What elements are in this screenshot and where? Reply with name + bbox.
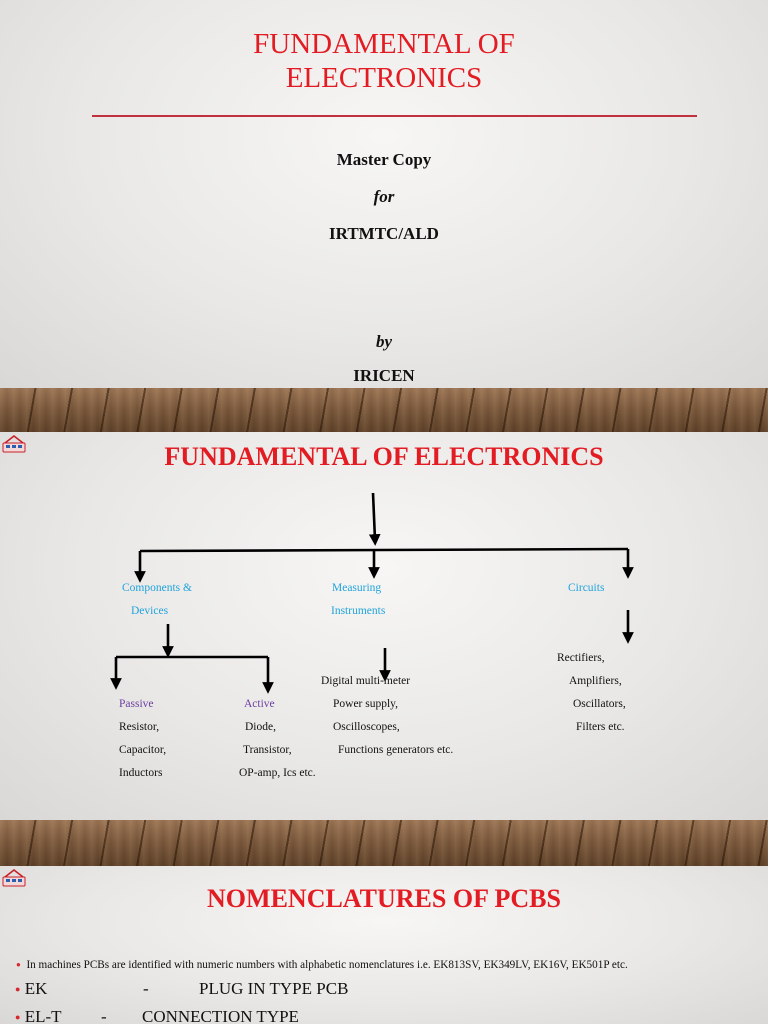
intro-bullet: ● In machines PCBs are identified with n…: [16, 959, 628, 971]
iricen-logo-icon: [2, 868, 26, 887]
measuring-item: Functions generators etc.: [338, 744, 454, 756]
circuits-item: Oscillators,: [573, 698, 626, 710]
nomenclature-row: ● EL-T - CONNECTION TYPE: [15, 1007, 299, 1024]
bullet-dot-icon: ●: [15, 984, 21, 994]
category-components-line1: Components &: [122, 582, 192, 594]
measuring-item: Power supply,: [333, 698, 399, 710]
top-branch-line: [139, 547, 629, 553]
measuring-item: Digital multi-meter: [321, 675, 411, 687]
row-dash: -: [143, 979, 149, 998]
row-dash: -: [101, 1007, 107, 1024]
title-slide: FUNDAMENTAL OF ELECTRONICS Master Copy f…: [0, 0, 768, 388]
row-code: EK: [24, 979, 48, 998]
passive-item: Inductors: [119, 767, 163, 779]
row-meaning: CONNECTION TYPE: [142, 1007, 299, 1024]
row-meaning: PLUG IN TYPE PCB: [199, 979, 349, 998]
slide-title-line1: FUNDAMENTAL OF: [253, 28, 515, 60]
subtitle-for: for: [373, 187, 395, 206]
root-arrow: [368, 492, 381, 546]
circuits-item: Filters etc.: [576, 721, 625, 733]
category-measuring-line1: Measuring: [332, 582, 382, 594]
by-label: by: [375, 332, 393, 351]
slide-title-line2: ELECTRONICS: [285, 62, 483, 94]
bullet-dot-icon: ●: [15, 1012, 21, 1022]
row-code: EL-T: [24, 1007, 62, 1024]
category-measuring-line2: Instruments: [331, 605, 386, 617]
circuits-item: Rectifiers,: [557, 652, 605, 664]
active-item: OP-amp, Ics etc.: [239, 767, 316, 779]
active-heading: Active: [244, 698, 275, 710]
measuring-item: Oscilloscopes,: [333, 721, 400, 733]
active-item: Diode,: [245, 721, 276, 733]
wood-floor-strip: [0, 820, 768, 866]
bullet-dot-icon: ●: [16, 960, 21, 969]
nomenclature-row: ● EK - PLUG IN TYPE PCB: [15, 979, 348, 999]
diagram-title: FUNDAMENTAL OF ELECTRONICS: [164, 442, 604, 471]
subtitle-master-copy: Master Copy: [336, 150, 432, 169]
subtitle-course: IRTMTC/ALD: [329, 224, 439, 243]
tree-connectors: [110, 492, 634, 694]
iricen-logo-icon: [2, 434, 26, 453]
nomenclature-title: NOMENCLATURES OF PCBS: [207, 884, 561, 913]
passive-heading: Passive: [119, 698, 154, 710]
title-divider: [92, 115, 697, 117]
category-circuits: Circuits: [568, 582, 605, 594]
circuits-item: Amplifiers,: [569, 675, 622, 687]
category-components-line2: Devices: [131, 605, 169, 617]
author-name: IRICEN: [353, 366, 415, 385]
diagram-slide: FUNDAMENTAL OF ELECTRONICS Components & …: [0, 432, 768, 820]
slide-title: FUNDAMENTAL OF ELECTRONICS: [0, 27, 768, 95]
passive-item: Resistor,: [119, 721, 160, 733]
active-item: Transistor,: [243, 744, 292, 756]
wood-floor-strip: [0, 388, 768, 432]
intro-text: In machines PCBs are identified with num…: [26, 959, 628, 971]
nomenclature-slide: NOMENCLATURES OF PCBS ● In machines PCBs…: [0, 866, 768, 1024]
passive-item: Capacitor,: [119, 744, 167, 756]
